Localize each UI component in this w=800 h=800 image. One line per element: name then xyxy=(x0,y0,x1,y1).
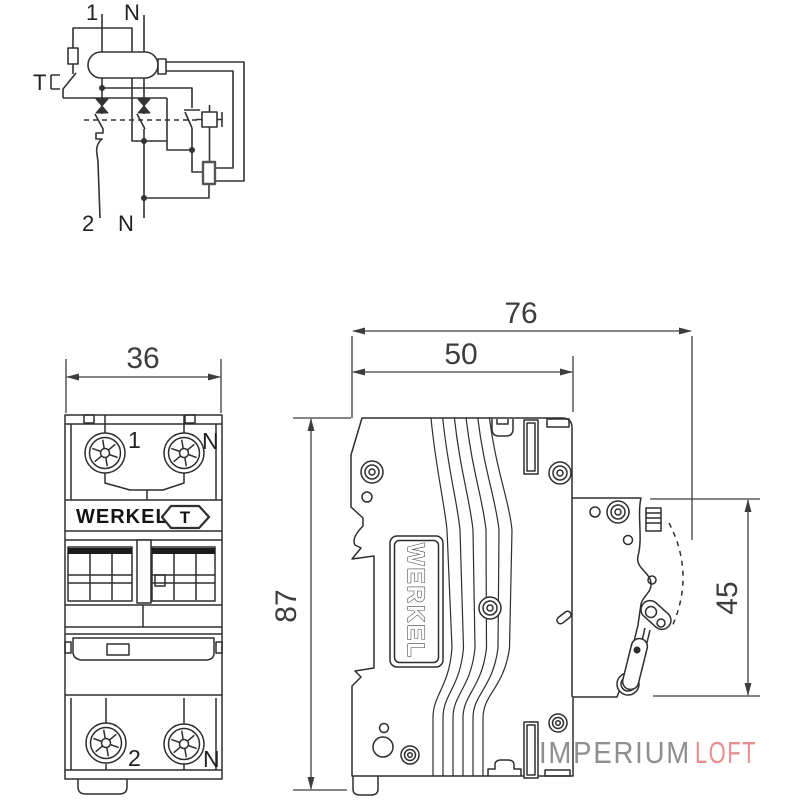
side-depth-overall-dim-text: 76 xyxy=(504,297,537,330)
watermark-loft: LOFT xyxy=(695,735,757,770)
side-rivets xyxy=(360,460,657,765)
front-toggle-area xyxy=(65,539,222,635)
side-bottom-details xyxy=(352,721,571,796)
circuit-diagram: 1 N T 2 N xyxy=(33,0,245,236)
circuit-test-label: T xyxy=(33,70,46,95)
side-height-dim-text: 87 xyxy=(270,589,303,622)
front-terminal-1-label: 1 xyxy=(128,427,141,453)
front-clip-button xyxy=(645,507,662,532)
side-brand-plate: WERKEL xyxy=(389,535,444,668)
side-din-clip-tab xyxy=(352,776,379,796)
solenoid-release-symbol xyxy=(201,111,218,128)
front-width-dim-text: 36 xyxy=(126,342,159,375)
side-depth-body-dim-text: 50 xyxy=(444,338,477,371)
terminal-screw-n-top xyxy=(163,432,205,474)
front-terminal-n-bottom-label: N xyxy=(203,746,220,772)
front-brand-text: WERKEL xyxy=(76,506,169,528)
coupling-symbol-poleN xyxy=(137,98,151,114)
circuit-terminal-1-label: 1 xyxy=(86,0,98,25)
terminal-screw-1 xyxy=(84,432,126,474)
test-button-label: T xyxy=(180,508,191,527)
front-brand-band: WERKEL T xyxy=(65,499,222,532)
side-view: WERKEL xyxy=(270,297,760,796)
side-front-height-dimension: 45 xyxy=(650,498,760,697)
front-terminal-2-label: 2 xyxy=(128,745,141,771)
toggle-center-post xyxy=(136,539,152,604)
terminal-screw-n-bottom xyxy=(163,723,205,765)
circuit-terminal-n-top-label: N xyxy=(124,0,140,25)
side-front-height-dim-text: 45 xyxy=(711,581,744,614)
side-depth-overall-dimension: 76 xyxy=(351,297,693,540)
toroid-transformer xyxy=(87,51,167,79)
circuit-wires xyxy=(50,14,245,219)
side-brand-text: WERKEL xyxy=(402,543,429,659)
toggle-lever-lower xyxy=(621,637,649,691)
circuit-terminal-n-bottom-label: N xyxy=(118,211,134,236)
circuit-terminal-2-label: 2 xyxy=(82,211,94,236)
mechanism-slot xyxy=(556,610,572,625)
front-bottom-terminals: 2 N xyxy=(65,698,222,795)
side-rib-lines xyxy=(430,417,513,776)
watermark: IMPERIUM LOFT xyxy=(539,735,757,770)
side-mechanism xyxy=(556,507,684,691)
front-top-terminals: 1 N xyxy=(84,415,219,500)
side-height-dimension: 87 xyxy=(270,417,351,791)
lever-travel-arc xyxy=(668,522,684,630)
front-din-clip-tab xyxy=(77,779,128,795)
circuit-labels: 1 N T 2 N xyxy=(33,0,140,236)
test-button xyxy=(160,504,211,530)
watermark-imperium: IMPERIUM xyxy=(539,735,691,770)
marking-window xyxy=(106,643,130,656)
side-depth-body-dimension: 50 xyxy=(352,338,574,412)
coupling-symbol-pole1 xyxy=(95,98,109,114)
front-terminal-n-top-label: N xyxy=(202,428,219,454)
front-view: 36 1 N WERKEL T xyxy=(64,342,223,795)
front-marking-plate xyxy=(64,637,223,696)
terminal-screw-2 xyxy=(85,722,127,764)
front-width-dimension: 36 xyxy=(65,342,222,413)
side-top-details xyxy=(491,418,570,475)
relay-symbol xyxy=(201,160,217,186)
junction-dots xyxy=(99,85,195,201)
